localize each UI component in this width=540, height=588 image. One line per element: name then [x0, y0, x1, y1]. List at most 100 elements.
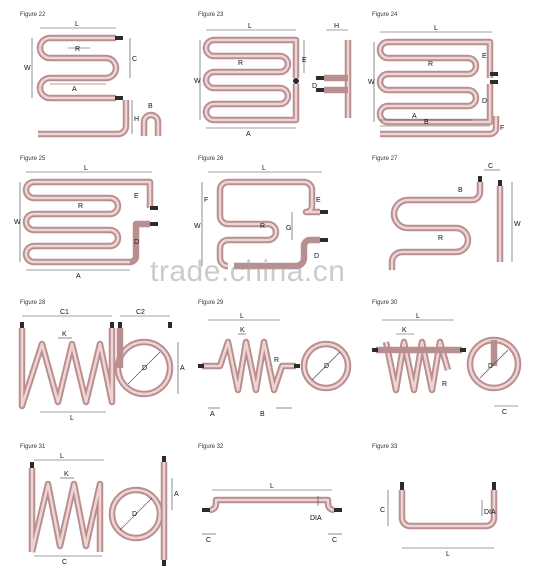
figure-title: Figure 28 — [20, 300, 46, 306]
dim-label-W: W — [194, 223, 201, 230]
u-element — [398, 490, 498, 530]
figure-33-drawing: C DIA L — [380, 482, 498, 558]
figure-28: Figure 28 C1 C2 K L D A — [18, 300, 198, 444]
figure-title: Figure 24 — [372, 12, 398, 18]
figure-title: Figure 23 — [198, 12, 224, 18]
figure-31: Figure 31 L K C A D — [20, 444, 198, 588]
dim-label-L: L — [446, 551, 450, 558]
side-view-legs — [324, 74, 348, 94]
dim-label-A: A — [412, 113, 417, 120]
terminal-pin — [115, 36, 123, 40]
dim-label-B: B — [458, 187, 463, 194]
figure-32-drawing: L C C DIA — [202, 483, 342, 544]
figure-30: Figure 30 L K R D C — [372, 300, 540, 444]
figure-27-drawing: C B R W — [388, 163, 521, 270]
dim-label-R: R — [260, 223, 265, 230]
terminal-pin — [202, 508, 210, 512]
figure-title: Figure 26 — [198, 156, 224, 162]
dim-label-W: W — [194, 78, 201, 85]
dim-label-W: W — [368, 79, 375, 86]
dim-label-C1: C1 — [60, 309, 69, 316]
dim-label-L: L — [434, 25, 438, 32]
dim-label-L: L — [84, 165, 88, 172]
dim-label-A: A — [174, 491, 179, 498]
dim-label-L: L — [270, 483, 274, 490]
figure-31-drawing: L K C A D — [28, 453, 179, 566]
dim-label-DIA: DIA — [310, 515, 322, 522]
dim-label-R: R — [75, 46, 80, 53]
dim-label-R: R — [438, 235, 443, 242]
dim-label-A: A — [210, 411, 215, 418]
dim-label-E: E — [134, 193, 139, 200]
dim-label-F: F — [204, 197, 208, 204]
terminal-pin — [490, 80, 498, 84]
dim-label-D: D — [482, 98, 487, 105]
terminal-pin — [490, 72, 498, 76]
figure-28-drawing: C1 C2 K L D A — [18, 309, 185, 422]
terminal-pin — [372, 348, 378, 352]
dim-label-K: K — [240, 327, 245, 334]
figure-26: Figure 26 L F W R G E D — [194, 156, 376, 300]
dim-label-C-right: C — [332, 537, 337, 544]
dim-label-H: H — [334, 23, 339, 30]
figure-23-drawing: L W A R E H D — [194, 23, 352, 138]
figure-24-drawing: L W R E D A B F — [368, 25, 504, 138]
dim-label-B: B — [424, 119, 429, 126]
figure-title: Figure 25 — [20, 156, 46, 162]
dim-label-DIA: DIA — [484, 509, 496, 516]
terminal-pin — [110, 322, 114, 328]
figure-title: Figure 22 — [20, 12, 46, 18]
terminal-pin — [400, 482, 404, 490]
terminal-pin — [198, 364, 204, 368]
bent-element — [38, 100, 130, 138]
dim-label-E: E — [316, 197, 321, 204]
heating-tube — [22, 178, 154, 266]
dim-label-B: B — [148, 103, 153, 110]
dim-label-C: C — [132, 56, 137, 63]
dim-label-R: R — [428, 61, 433, 68]
terminal-pin — [492, 482, 496, 490]
figure-26-drawing: L F W R G E D — [194, 165, 328, 270]
figure-25: Figure 25 L W R E D A — [14, 156, 198, 300]
dim-label-D: D — [134, 239, 139, 246]
terminal-pin — [460, 348, 466, 352]
dim-label-C: C — [62, 559, 67, 566]
dim-label-R: R — [238, 60, 243, 67]
figure-22-drawing: L W C A R H B — [24, 21, 162, 138]
dim-label-K: K — [402, 327, 407, 334]
dim-label-L: L — [262, 165, 266, 172]
dim-label-D: D — [324, 363, 329, 370]
dim-label-A: A — [72, 86, 77, 93]
figure-title: Figure 29 — [198, 300, 224, 306]
figure-title: Figure 32 — [198, 444, 224, 450]
figure-27: Figure 27 C B R W — [372, 156, 540, 300]
dim-label-K: K — [64, 471, 69, 478]
dim-label-R: R — [78, 203, 83, 210]
figure-33: Figure 33 C DIA L — [372, 444, 540, 588]
dim-label-C2: C2 — [136, 309, 145, 316]
terminal-pin — [320, 210, 328, 214]
dim-label-E: E — [482, 53, 487, 60]
dim-label-C: C — [502, 409, 507, 416]
dim-label-D: D — [312, 83, 317, 90]
heating-tube-return — [129, 220, 150, 266]
dim-label-R: R — [274, 357, 279, 364]
dim-label-L: L — [416, 313, 420, 320]
dim-label-E: E — [302, 57, 307, 64]
figure-29: Figure 29 L K R A B D — [198, 300, 376, 444]
heating-tube — [388, 182, 484, 270]
terminal-pin — [150, 206, 158, 210]
heating-tube — [202, 36, 300, 124]
terminal-pin — [150, 222, 158, 226]
heating-tube-return — [234, 236, 320, 270]
figure-30-drawing: L K R D C — [372, 313, 522, 416]
dim-label-C: C — [488, 163, 493, 170]
dim-label-A: A — [246, 131, 251, 138]
dim-label-R: R — [442, 381, 447, 388]
terminal-pin — [294, 364, 300, 368]
dim-label-A: A — [180, 365, 185, 372]
dim-label-D: D — [142, 365, 147, 372]
dim-label-H: H — [134, 116, 139, 123]
dim-label-W: W — [14, 219, 21, 226]
figure-23: Figure 23 L W A R E H D — [194, 12, 376, 156]
